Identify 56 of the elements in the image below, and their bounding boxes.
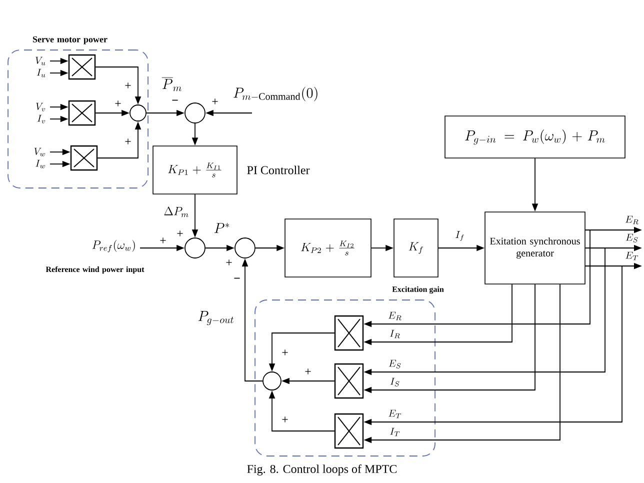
- edge-label: $I_f$: [456, 231, 464, 241]
- edge-label: $E_S$: [388, 360, 401, 368]
- block-box: $K_f$: [394, 218, 438, 278]
- edge-label: $P_{ref}(\omega_w)$: [92, 240, 135, 252]
- multiplier-box: [70, 145, 98, 171]
- multiplier-box: [334, 315, 364, 351]
- sign-label: +: [115, 100, 121, 106]
- edge-label: $I_w$: [36, 160, 46, 168]
- edge-label: $V_v$: [36, 102, 46, 112]
- edge-label: $I_u$: [36, 68, 46, 78]
- sign-label: Reference wind power input: [46, 266, 144, 274]
- edge-label: $P_{m-\mathrm{Command}}(0)$: [234, 86, 318, 102]
- edge-label: $E_T$: [388, 410, 402, 418]
- sign-label: +: [125, 138, 131, 144]
- block-box: $K_{P1}+\frac{K_{I1}}{s}$: [152, 146, 238, 194]
- multiplier-box: [334, 363, 364, 399]
- sign-label: −: [234, 278, 240, 279]
- edge-label: $E_R$: [625, 216, 638, 224]
- edge-label: $\overline{P}_m$: [162, 78, 182, 92]
- edge-label: $P^*$: [214, 223, 230, 233]
- edge-label: $I_S$: [390, 378, 400, 386]
- block-box: $K_{P2}+\frac{K_{I2}}{s}$: [284, 218, 372, 278]
- edge-label: $P_{g-out}$: [198, 311, 234, 326]
- block-label: Excitation gain: [392, 286, 444, 294]
- summing-junction: [184, 238, 206, 258]
- edge-label: $I_R$: [390, 330, 400, 338]
- sign-label: −: [172, 100, 178, 101]
- sign-label: +: [282, 416, 288, 422]
- edge-label: $I_v$: [37, 114, 46, 124]
- summing-junction: [262, 372, 282, 390]
- block-box: Exitation synchronous generator: [484, 212, 586, 284]
- summing-junction: [234, 238, 256, 258]
- edge-label: $E_T$: [626, 252, 638, 260]
- dashed-frame: [254, 300, 436, 456]
- multiplier-box: [68, 54, 96, 80]
- multiplier-box: [334, 413, 364, 449]
- summing-junction: [184, 102, 206, 124]
- edge-label: $I_T$: [390, 428, 400, 436]
- sign-label: +: [160, 238, 166, 244]
- sign-label: +: [177, 230, 183, 236]
- block-label: PI Controller: [247, 166, 310, 174]
- sign-label: +: [212, 98, 218, 104]
- summing-junction: [130, 104, 146, 122]
- multiplier-box: [68, 100, 96, 126]
- edge-label: $V_u$: [36, 56, 46, 66]
- sign-label: +: [226, 260, 232, 266]
- block-box: $P_{g-in}=P_w(\omega_w)+P_m$: [444, 116, 626, 158]
- edge-label: $E_S$: [626, 234, 638, 242]
- group-heading: Serve motor power: [33, 36, 108, 44]
- sign-label: +: [282, 350, 288, 356]
- sign-label: +: [305, 368, 311, 374]
- edge-label: $V_w$: [34, 148, 46, 156]
- caption: Fig. 8. Control loops of MPTC: [247, 464, 396, 476]
- edge-label: $E_R$: [388, 312, 402, 320]
- edge-label: $\Delta P_m$: [164, 206, 188, 218]
- sign-label: +: [125, 82, 131, 88]
